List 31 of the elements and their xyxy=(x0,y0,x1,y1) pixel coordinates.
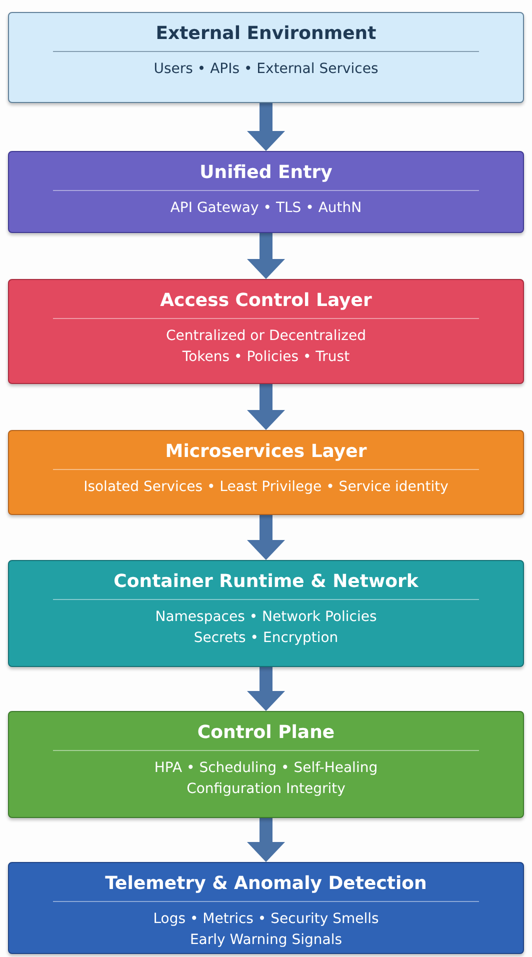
layer-title: Unified Entry xyxy=(200,162,332,184)
layer-title: External Environment xyxy=(156,23,376,45)
layer-description: Namespaces • Network Policies xyxy=(155,608,377,627)
layer-box xyxy=(8,862,524,954)
layer-box xyxy=(8,560,524,667)
layer-title: Control Plane xyxy=(197,722,335,744)
arrow xyxy=(247,818,285,862)
arrow xyxy=(247,384,285,430)
layer-description: HPA • Scheduling • Self-Healing xyxy=(154,759,378,778)
arrow xyxy=(247,667,285,711)
layer-title: Microservices Layer xyxy=(165,441,367,463)
arrow xyxy=(247,103,285,151)
layer-description: API Gateway • TLS • AuthN xyxy=(170,199,362,218)
layer-description: Centralized or Decentralized xyxy=(166,327,366,346)
layer-description: Users • APIs • External Services xyxy=(154,60,378,79)
layer-title: Telemetry & Anomaly Detection xyxy=(105,873,427,895)
arrow xyxy=(247,233,285,279)
layer-description: Secrets • Encryption xyxy=(194,629,338,648)
layer-box xyxy=(8,12,524,103)
layer-title: Container Runtime & Network xyxy=(114,571,418,593)
arrow xyxy=(247,515,285,560)
layer-description: Configuration Integrity xyxy=(186,780,346,799)
layer-box xyxy=(8,279,524,384)
layer-description: Isolated Services • Least Privilege • Service identity xyxy=(84,478,448,497)
layer-description: Early Warning Signals xyxy=(190,931,342,950)
layer-box xyxy=(8,430,524,515)
layer-box xyxy=(8,151,524,233)
layer-description: Logs • Metrics • Security Smells xyxy=(153,910,379,929)
layer-title: Access Control Layer xyxy=(160,290,372,312)
layer-box xyxy=(8,711,524,818)
layer-description: Tokens • Policies • Trust xyxy=(182,348,350,367)
